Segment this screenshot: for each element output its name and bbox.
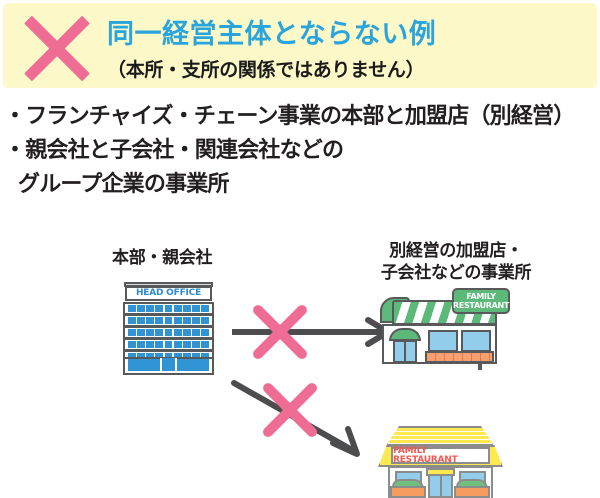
- cross-mark-top-icon: [251, 303, 309, 361]
- shrub: [456, 479, 488, 489]
- sign-text-line1: FAMILY: [466, 292, 496, 301]
- head-office-building-icon: HEAD OFFICE: [121, 282, 216, 375]
- franchise-store-label-line1: 別経営の加盟店・: [389, 241, 523, 261]
- franchise-store-label-line2: 子会社などの事業所: [380, 263, 532, 283]
- relationship-diagram: 本部・親会社 別経営の加盟店・ 子会社などの事業所 HEAD OFFICE: [0, 228, 600, 498]
- head-office-label: 本部・親会社: [112, 248, 213, 268]
- building-floor: [123, 338, 214, 351]
- shop-roof: [386, 426, 494, 446]
- brick-base: [425, 351, 494, 363]
- head-office-sign-text: HEAD OFFICE: [135, 288, 202, 298]
- shop-window: [428, 330, 458, 352]
- yellow-family-restaurant-icon: FAMILY RESTAURANT: [378, 426, 503, 498]
- signboard-text: FAMILY RESTAURANT: [393, 445, 458, 465]
- family-restaurant-signboard: FAMILY RESTAURANT: [391, 445, 490, 465]
- building-ground-floor: [123, 357, 214, 375]
- family-restaurant-sign: FAMILY RESTAURANT: [452, 288, 510, 314]
- shop-door: [393, 340, 417, 363]
- green-family-restaurant-icon: FAMILY RESTAURANT: [380, 288, 510, 370]
- bullet-item-2: ・親会社と子会社・関連会社などの: [4, 138, 344, 163]
- bullet-item-2-continued: グループ企業の事業所: [18, 172, 229, 197]
- head-office-sign: HEAD OFFICE: [125, 286, 212, 301]
- shrub: [392, 479, 424, 489]
- header-banner: 同一経営主体とならない例 （本所・支所の関係ではありません）: [3, 3, 597, 88]
- shop-door: [428, 474, 453, 498]
- bullet-list: ・フランチャイズ・チェーン事業の本部と加盟店（別経営） ・親会社と子会社・関連会…: [4, 100, 600, 202]
- franchise-store-label: 別経営の加盟店・ 子会社などの事業所: [363, 240, 549, 284]
- planter-box: [454, 486, 490, 498]
- header-subtitle: （本所・支所の関係ではありません）: [107, 59, 425, 81]
- bullet-item-1: ・フランチャイズ・チェーン事業の本部と加盟店（別経営）: [4, 104, 575, 129]
- shop-window: [461, 330, 491, 352]
- header-title: 同一経営主体とならない例: [107, 19, 437, 50]
- cross-mark-icon: [24, 15, 90, 81]
- sign-text-line2: RESTAURANT: [452, 301, 510, 310]
- cross-mark-bottom-icon: [261, 381, 319, 439]
- planter-box: [390, 486, 426, 498]
